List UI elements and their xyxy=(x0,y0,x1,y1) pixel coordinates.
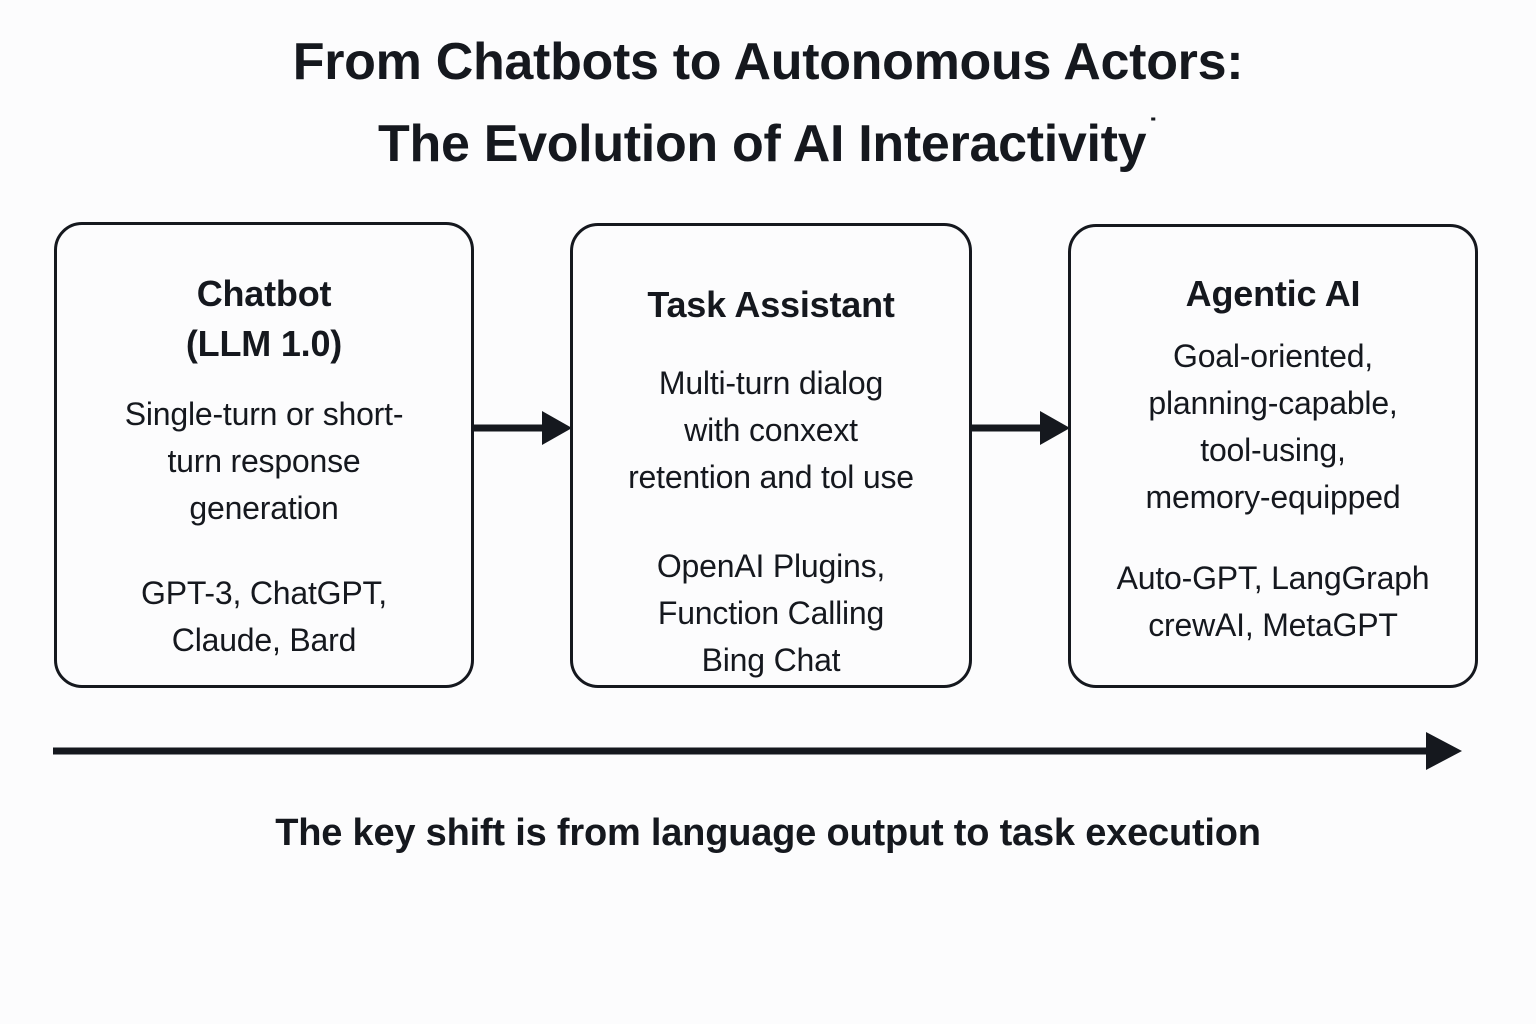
diagram-title: From Chatbots to Autonomous Actors: The … xyxy=(0,28,1536,178)
stage-title-task-assistant: Task Assistant xyxy=(585,280,957,330)
stage-examples-chatbot-line-2: Claude, Bard xyxy=(171,622,357,658)
stage-examples-agentic-ai: Auto-GPT, LangGraph crewAI, MetaGPT xyxy=(1083,555,1463,649)
stage-title-agentic-ai-line-1: Agentic AI xyxy=(1185,273,1361,314)
stage-description-task-assistant-line-1: Multi-turn dialog xyxy=(658,365,884,401)
stage-description-task-assistant-line-3: retention and tol use xyxy=(628,459,914,495)
stage-box-task-assistant[interactable]: Task Assistant Multi-turn dialog with co… xyxy=(570,223,972,688)
stage-description-chatbot-line-3: generation xyxy=(189,490,339,526)
title-line-2: The Evolution of AI Interactivity˙ xyxy=(0,96,1536,178)
stage-description-task-assistant-line-2: with conxext xyxy=(684,412,858,448)
stage-examples-chatbot-line-1: GPT-3, ChatGPT, xyxy=(141,575,387,611)
stage-examples-agentic-ai-line-2: crewAI, MetaGPT xyxy=(1148,607,1398,643)
stage-title-chatbot-line-1: Chatbot xyxy=(196,273,332,314)
stage-description-agentic-ai-line-4: memory-equipped xyxy=(1145,479,1401,515)
stage-description-agentic-ai-line-1: Goal-oriented, xyxy=(1173,338,1373,374)
stage-box-agentic-ai[interactable]: Agentic AI Goal-oriented, planning-capab… xyxy=(1068,224,1478,688)
stage-title-chatbot-line-2: (LLM 1.0) xyxy=(185,323,343,364)
stage-title-task-assistant-line-1: Task Assistant xyxy=(647,284,895,325)
stage-examples-task-assistant-line-2: Function Calling xyxy=(657,595,885,631)
stage-description-agentic-ai-line-2: planning-capable, xyxy=(1148,385,1398,421)
stage-title-agentic-ai: Agentic AI xyxy=(1083,269,1463,319)
title-line-1: From Chatbots to Autonomous Actors: xyxy=(292,33,1244,91)
stage-examples-task-assistant: OpenAI Plugins, Function Calling Bing Ch… xyxy=(585,543,957,684)
stage-examples-chatbot: GPT-3, ChatGPT, Claude, Bard xyxy=(69,570,459,664)
stage-title-chatbot: Chatbot (LLM 1.0) xyxy=(69,269,459,369)
timeline-progression-arrow xyxy=(53,732,1462,770)
stage-description-agentic-ai: Goal-oriented, planning-capable, tool-us… xyxy=(1083,333,1463,521)
title-trailing-mark: ˙ xyxy=(1148,113,1158,146)
title-line-2-text: The Evolution of AI Interactivity xyxy=(378,115,1147,173)
arrow-task-assistant-to-agentic-ai xyxy=(970,411,1070,445)
stage-description-chatbot: Single-turn or short- turn response gene… xyxy=(69,391,459,532)
stage-description-agentic-ai-line-3: tool-using, xyxy=(1200,432,1346,468)
stage-description-task-assistant: Multi-turn dialog with conxext retention… xyxy=(585,360,957,501)
arrow-chatbot-to-task-assistant xyxy=(472,411,572,445)
stage-examples-agentic-ai-line-1: Auto-GPT, LangGraph xyxy=(1116,560,1430,596)
stage-description-chatbot-line-1: Single-turn or short- xyxy=(124,396,404,432)
diagram-caption: The key shift is from language output to… xyxy=(275,812,1261,854)
stage-description-chatbot-line-2: turn response xyxy=(167,443,361,479)
stage-examples-task-assistant-line-3: Bing Chat xyxy=(701,642,841,678)
stage-box-chatbot[interactable]: Chatbot (LLM 1.0) Single-turn or short- … xyxy=(54,222,474,688)
stage-examples-task-assistant-line-1: OpenAI Plugins, xyxy=(656,548,886,584)
